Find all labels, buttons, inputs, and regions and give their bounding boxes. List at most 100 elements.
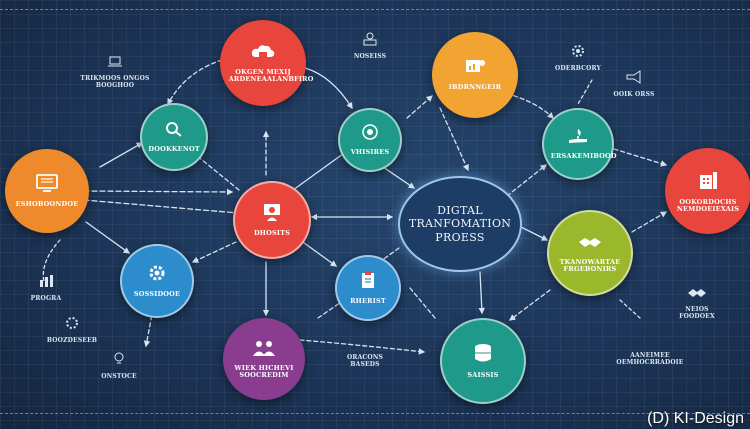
process-center-node[interactable]: DIGTAL TRANFOMATION PROESS <box>398 176 522 272</box>
node-red-right[interactable]: OOKORDOCHS NEMDOEIEXAIS <box>665 148 750 234</box>
satellite-right-upper-label: OOIK ORSS <box>613 91 655 98</box>
arrow-teal-right-to-red-right <box>613 148 668 167</box>
arrow-top-red-to-vision <box>304 67 353 110</box>
document-chart-icon <box>464 58 486 81</box>
satellite-top-right: ODERBCORY <box>548 44 608 72</box>
node-blue-left[interactable]: SOSSIDOOE <box>120 244 194 318</box>
node-teal-bottom[interactable]: SAISSIS <box>440 318 526 404</box>
arrow-orange-to-teal-right <box>499 91 554 119</box>
laptop-icon <box>108 55 122 73</box>
handshake-icon <box>577 233 603 256</box>
node-blue-center[interactable]: RHERIST <box>335 255 401 321</box>
line-orange-left-to-icons <box>42 239 61 283</box>
satellite-bottom-mid-label: ORACONS BASEDS <box>346 354 384 369</box>
magnifier-icon <box>164 120 184 143</box>
node-teal-upper-left[interactable]: DOOKKENOT <box>140 103 208 171</box>
handshake-small-icon <box>686 285 708 304</box>
satellite-right-lower-label: NEIOS FOODOEX <box>679 306 715 321</box>
arrow-orange-left-to-teal-left <box>99 142 144 168</box>
node-teal-vision-label: VHISIRES <box>350 148 390 157</box>
center-label-line1: DIGTAL <box>437 204 483 218</box>
arrow-blue-left-to-bottom-left <box>143 308 154 348</box>
satellite-bottom-left-label: ONSTOCE <box>101 373 137 380</box>
satellite-top-left-label: TRIKMOOS ONGOS BOOGHOO <box>80 75 150 90</box>
line-green-to-sat <box>619 299 641 319</box>
cog-icon <box>570 44 586 63</box>
satellite-top-mid: NOSEISS <box>340 32 400 60</box>
arrow-orange-left-to-red-center <box>83 188 234 196</box>
node-orange-left[interactable]: ESHOBOONDOE <box>5 149 89 233</box>
people-team-icon <box>251 339 277 362</box>
satellite-bottom-right-line2: OEMHOCRRADOIE <box>616 359 684 367</box>
person-presenter-icon <box>261 202 283 227</box>
node-blue-center-label: RHERIST <box>350 297 386 306</box>
arrow-process-to-teal-bottom <box>478 271 485 315</box>
line-purple-to-blue-center <box>317 299 345 319</box>
satellite-top-left: TRIKMOOS ONGOS BOOGHOO <box>70 55 160 89</box>
gear-icon <box>147 263 167 288</box>
arrow-green-to-teal-bottom <box>508 289 551 321</box>
satellite-bottom-mid: ORACONS BASEDS <box>330 354 400 368</box>
node-top-red-label: OKGEN MEXIJ ARDENEAALANBFIRO <box>228 67 314 83</box>
center-label-line3: PROESS <box>435 230 485 244</box>
node-top-orange[interactable]: IBDRNNGEIR <box>432 32 518 118</box>
cloud-briefcase-icon <box>250 43 276 66</box>
lightbulb-icon <box>113 352 125 371</box>
node-teal-right[interactable]: ERSAKEMIBOOD <box>542 108 617 180</box>
node-green-right[interactable]: TKANOWARTAE FRGEBONIRS <box>547 210 633 296</box>
arrow-vision-to-orange <box>406 95 433 119</box>
arrow-green-to-red-right <box>631 211 668 233</box>
office-building-icon <box>696 169 720 196</box>
node-teal-vision[interactable]: VHISIRES <box>338 108 402 172</box>
hand-plant-icon <box>567 127 589 150</box>
image-credit: (D) KI-Design <box>647 410 744 427</box>
arrow-red-center-to-blue-center <box>299 239 338 267</box>
line-sat-top-right-to-teal <box>577 79 593 105</box>
bottom-dashed-border <box>0 413 750 414</box>
database-icon <box>472 342 494 369</box>
node-teal-bottom-label: SAISSIS <box>467 371 499 380</box>
satellite-top-mid-label: NOSEISS <box>353 53 387 60</box>
monitor-icon <box>35 173 59 198</box>
satellite-top-right-label: ODERBCORY <box>554 65 602 72</box>
node-teal-right-label: ERSAKEMIBOOD <box>550 152 617 161</box>
satellite-bottom-right: AANEIMEE OEMHOCRRADOIE <box>610 352 690 366</box>
node-purple-bottom-label: WIEK HICHEVI SOOCREDIM <box>234 363 294 379</box>
megaphone-icon <box>625 70 643 89</box>
satellite-left-gear: BOOZDESEEB <box>40 316 104 344</box>
arrow-red-center-to-teal-left <box>194 154 240 191</box>
node-top-red[interactable]: OKGEN MEXIJ ARDENEAALANBFIRO <box>220 20 314 106</box>
node-red-right-label: OOKORDOCHS NEMDOEIEXAIS <box>676 197 740 213</box>
node-top-orange-label: IBDRNNGEIR <box>448 83 502 92</box>
satellite-bottom-left: ONSTOCE <box>84 352 154 380</box>
top-dashed-border <box>0 9 750 10</box>
arrow-orange-left-to-blue-left <box>85 221 131 254</box>
line-orange-left-to-red-center-2 <box>83 199 239 214</box>
arrow-purple-to-teal-bottom <box>299 339 426 355</box>
arrow-red-center-to-vision <box>292 150 349 191</box>
line-blue-center-to-teal-bottom <box>409 287 436 319</box>
node-blue-left-label: SOSSIDOOE <box>133 290 181 299</box>
arrow-top-red-to-teal-left <box>167 59 223 106</box>
target-icon <box>361 123 379 146</box>
satellite-right-upper: OOIK ORSS <box>604 70 664 98</box>
clipboard-icon <box>359 270 377 295</box>
person-desk-icon <box>361 32 379 51</box>
node-red-center-label: DHOSITS <box>253 229 291 238</box>
arrow-process-to-blue-center <box>372 247 400 267</box>
node-purple-bottom[interactable]: WIEK HICHEVI SOOCREDIM <box>223 318 305 400</box>
satellite-bottom-right-line1: AANEIMEE <box>630 352 670 359</box>
bar-chart-icon <box>37 274 55 293</box>
satellite-left-icons: PROGRA <box>16 274 76 302</box>
settings-icon <box>65 316 79 335</box>
arrow-orange-to-process <box>439 107 469 172</box>
node-red-center[interactable]: DHOSITS <box>233 181 311 259</box>
node-orange-left-label: ESHOBOONDOE <box>15 200 79 209</box>
satellite-right-lower: NEIOS FOODOEX <box>662 285 732 320</box>
node-green-right-label: TKANOWARTAE FRGEBONIRS <box>559 257 621 273</box>
arrow-process-to-teal-right <box>506 164 548 197</box>
arrow-process-to-green <box>518 225 549 241</box>
node-teal-upper-left-label: DOOKKENOT <box>148 145 200 154</box>
satellite-left-icons-label: PROGRA <box>30 295 62 302</box>
